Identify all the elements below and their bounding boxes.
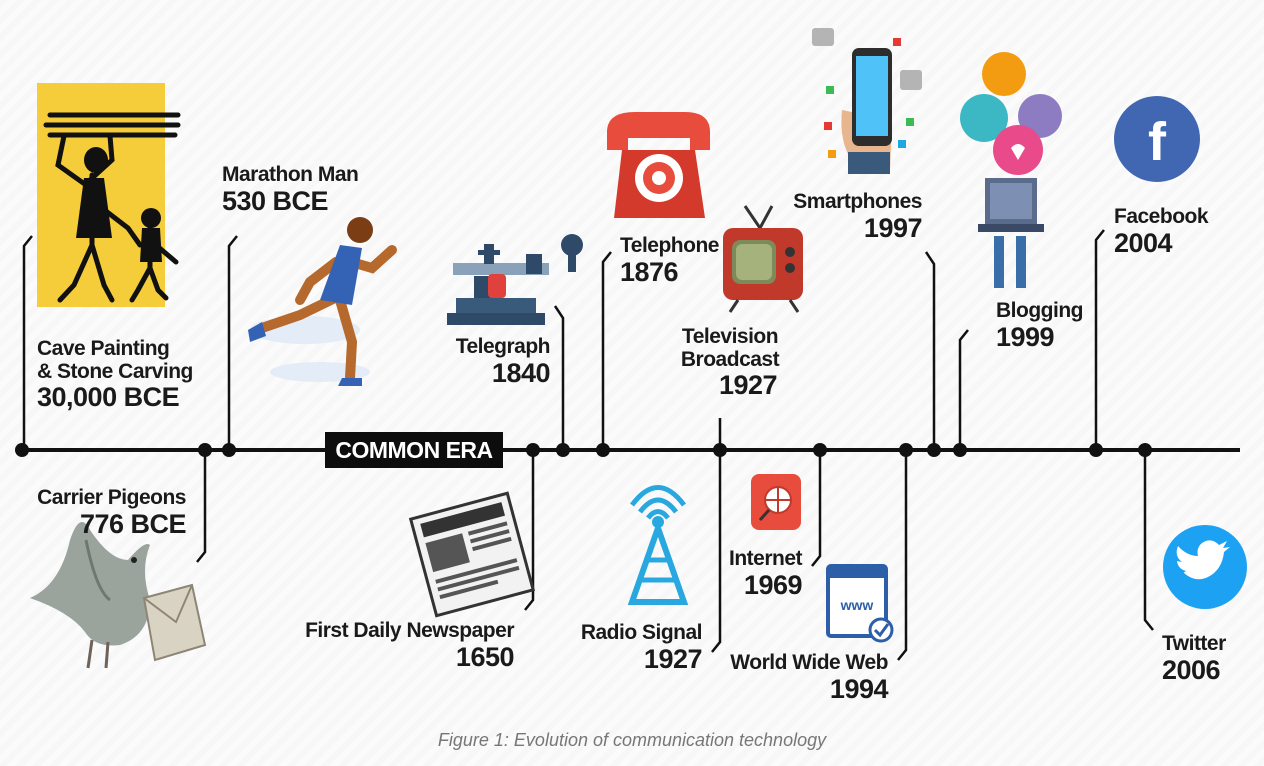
event-name: Telegraph <box>455 335 551 358</box>
event-year: 1650 <box>455 641 515 672</box>
event-internet: Internet 1969 <box>700 547 803 600</box>
event-year: 2004 <box>1114 227 1173 258</box>
event-name: Radio Signal <box>580 621 703 644</box>
www-icon: www <box>826 564 894 643</box>
event-blogging: Blogging 1999 <box>996 299 1083 352</box>
connector-blogging <box>958 329 969 450</box>
event-telephone: Telephone 1876 <box>620 234 719 287</box>
event-name: Cave Painting & Stone Carving <box>37 337 193 383</box>
facebook-icon: f <box>1114 96 1200 182</box>
event-name: Internet <box>728 547 803 570</box>
event-name: Facebook <box>1114 205 1209 228</box>
newspaper-icon <box>408 491 536 618</box>
event-name: Television Broadcast <box>680 325 780 371</box>
connector-cave-painting <box>22 235 33 450</box>
event-year: 1927 <box>718 370 778 401</box>
event-year: 1876 <box>620 256 679 287</box>
event-smartphones: Smartphones 1997 <box>780 190 923 243</box>
event-carrier-pigeons: Carrier Pigeons 776 BCE <box>30 486 187 539</box>
connector-internet <box>811 450 822 567</box>
svg-text:www: www <box>840 597 874 613</box>
twitter-icon <box>1163 525 1247 609</box>
event-year: 1927 <box>643 643 703 674</box>
timeline-dots <box>15 443 1152 457</box>
event-name: Twitter <box>1162 632 1226 655</box>
cave-painting-icon <box>37 83 181 307</box>
event-television-broadcast: Television Broadcast 1927 <box>660 325 800 401</box>
event-name: Marathon Man <box>222 163 359 186</box>
connector-telephone <box>601 251 612 450</box>
event-world-wide-web: World Wide Web 1994 <box>720 651 889 704</box>
event-radio-signal: Radio Signal 1927 <box>580 621 703 674</box>
event-year: 776 BCE <box>79 508 187 539</box>
telegraph-icon <box>447 234 583 325</box>
smartphone-icon <box>812 28 922 174</box>
television-icon <box>723 205 803 313</box>
connector-marathon-man <box>227 235 238 450</box>
event-year: 2006 <box>1162 654 1221 685</box>
event-name: Smartphones <box>793 190 922 213</box>
connector-telegraph <box>553 305 565 450</box>
event-marathon-man: Marathon Man 530 BCE <box>222 163 359 216</box>
event-name: World Wide Web <box>730 651 888 674</box>
carrier-pigeon-icon <box>30 522 207 669</box>
internet-icon <box>751 474 801 530</box>
connector-facebook <box>1094 229 1105 450</box>
svg-text:f: f <box>1148 112 1167 172</box>
event-name: Blogging <box>996 299 1083 322</box>
event-telegraph: Telegraph 1840 <box>440 335 551 388</box>
telephone-icon <box>607 112 710 218</box>
event-name: Telephone <box>620 234 719 257</box>
figure-caption: Figure 1: Evolution of communication tec… <box>437 730 827 750</box>
connector-smartphones <box>924 251 936 450</box>
connector-world-wide-web <box>897 450 908 661</box>
blogging-icon <box>960 52 1062 288</box>
event-year: 1997 <box>863 212 923 243</box>
event-name: Carrier Pigeons <box>37 486 186 509</box>
event-year: 1969 <box>743 569 803 600</box>
event-facebook: Facebook 2004 <box>1114 205 1209 258</box>
connector-first-daily-newspaper <box>524 450 535 611</box>
event-year: 1999 <box>996 321 1055 352</box>
connector-twitter <box>1143 450 1154 631</box>
event-year: 30,000 BCE <box>37 382 180 413</box>
connector-radio-signal <box>711 450 722 653</box>
radio-tower-icon <box>627 485 689 605</box>
event-year: 530 BCE <box>222 185 329 216</box>
event-first-daily-newspaper: First Daily Newspaper 1650 <box>300 619 515 672</box>
event-name: First Daily Newspaper <box>305 619 514 642</box>
event-year: 1994 <box>829 673 889 704</box>
connector-carrier-pigeons <box>196 450 207 563</box>
common-era-badge: COMMON ERA <box>325 432 503 468</box>
runner-icon <box>248 217 397 386</box>
event-year: 1840 <box>491 357 551 388</box>
event-cave-painting: Cave Painting & Stone Carving 30,000 BCE <box>37 337 193 413</box>
event-twitter: Twitter 2006 <box>1162 632 1226 685</box>
